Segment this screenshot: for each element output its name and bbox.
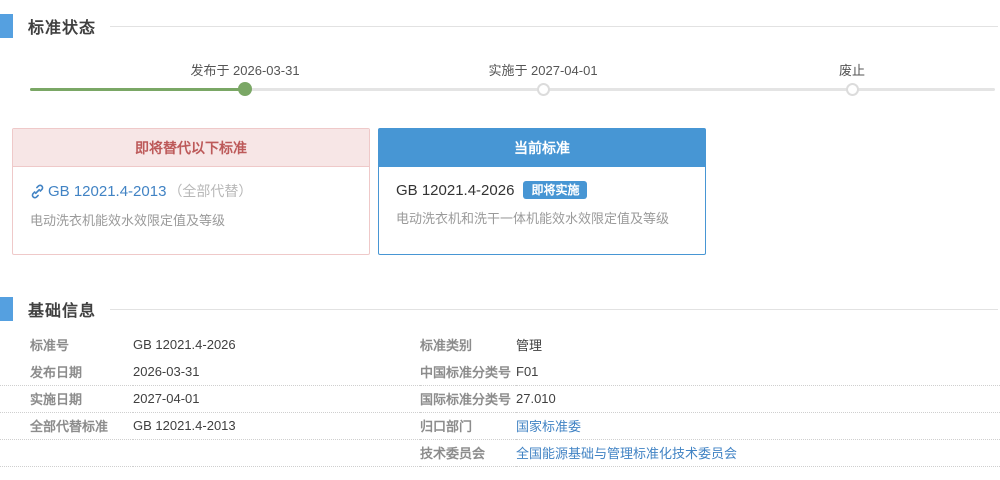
info-label: 全部代替标准	[0, 412, 133, 440]
replaced-standard-link[interactable]: GB 12021.4-2013	[48, 182, 167, 200]
section-marker-icon	[0, 14, 13, 38]
info-value: GB 12021.4-2026	[133, 337, 236, 352]
table-row: 发布日期 2026-03-31 中国标准分类号 F01	[0, 358, 1000, 386]
info-value: 2026-03-31	[133, 358, 420, 386]
info-value: F01	[516, 358, 1000, 386]
table-row: 实施日期 2027-04-01 国际标准分类号 27.010	[0, 385, 1000, 413]
timeline-track	[30, 88, 995, 91]
info-value: 27.010	[516, 385, 1000, 413]
info-value: 管理	[516, 338, 543, 353]
timeline-dot-published	[238, 82, 252, 96]
info-label: 标准类别	[420, 338, 473, 353]
timeline-label-implemented: 实施于 2027-04-01	[488, 63, 598, 78]
standard-status-section: 标准状态 发布于 2026-03-31 实施于 2027-04-01 废止 即将…	[0, 14, 1000, 255]
timeline-track-completed	[30, 88, 245, 91]
replaced-card-body: GB 12021.4-2013 （全部代替） 电动洗衣机能效水效限定值及等级	[13, 167, 369, 243]
current-standard-description: 电动洗衣机和洗干一体机能效水效限定值及等级	[396, 211, 670, 226]
info-section-title: 基础信息	[28, 303, 97, 320]
basic-info-section: 基础信息 标准号 GB 12021.4-2026 标准类别 管理 发布日期 20…	[0, 297, 1000, 467]
info-value: 国家标准委	[516, 412, 1000, 440]
info-label: 实施日期	[0, 385, 133, 413]
replaced-card-header: 即将替代以下标准	[13, 129, 369, 167]
status-badge: 即将实施	[523, 181, 588, 199]
status-section-header: 标准状态	[0, 14, 1000, 38]
replaced-standard-card: 即将替代以下标准 GB 12021.4-2013 （全部代替） 电动洗衣机能效水…	[12, 128, 370, 255]
section-header-rule	[110, 25, 998, 27]
table-row: 技术委员会 全国能源基础与管理标准化技术委员会	[0, 439, 1000, 467]
info-label: 中国标准分类号	[420, 358, 516, 386]
committee-link[interactable]: 全国能源基础与管理标准化技术委员会	[516, 446, 738, 461]
current-standard-card: 当前标准 GB 12021.4-2026 即将实施 电动洗衣机和洗干一体机能效水…	[378, 128, 706, 255]
current-card-header: 当前标准	[379, 129, 705, 167]
section-header-rule	[110, 308, 998, 310]
info-label: 归口部门	[420, 412, 516, 440]
info-label: 发布日期	[0, 358, 133, 386]
timeline-label-abolished: 废止	[838, 63, 866, 78]
basic-info-table: 标准号 GB 12021.4-2026 标准类别 管理 发布日期 2026-03…	[0, 331, 1000, 467]
table-row: 全部代替标准 GB 12021.4-2013 归口部门 国家标准委	[0, 412, 1000, 440]
link-icon	[31, 184, 44, 198]
status-timeline: 发布于 2026-03-31 实施于 2027-04-01 废止	[0, 60, 1000, 110]
current-standard-number: GB 12021.4-2026	[396, 181, 515, 199]
info-label: 国际标准分类号	[420, 385, 516, 413]
info-value: GB 12021.4-2013	[133, 412, 420, 440]
info-value	[133, 439, 420, 467]
info-label: 技术委员会	[420, 439, 516, 467]
section-marker-icon	[0, 297, 13, 321]
table-row: 标准号 GB 12021.4-2026 标准类别 管理	[0, 331, 1000, 358]
dept-link[interactable]: 国家标准委	[516, 419, 582, 434]
standard-cards-row: 即将替代以下标准 GB 12021.4-2013 （全部代替） 电动洗衣机能效水…	[12, 128, 1000, 255]
info-label	[0, 439, 133, 467]
timeline-dot-implemented	[537, 83, 550, 96]
current-card-body: GB 12021.4-2026 即将实施 电动洗衣机和洗干一体机能效水效限定值及…	[379, 167, 705, 241]
info-value: 2027-04-01	[133, 385, 420, 413]
timeline-dot-abolished	[846, 83, 859, 96]
replaced-standard-description: 电动洗衣机能效水效限定值及等级	[30, 213, 226, 228]
timeline-label-published: 发布于 2026-03-31	[190, 63, 300, 78]
status-section-title: 标准状态	[28, 20, 97, 37]
info-label: 标准号	[30, 338, 70, 353]
info-section-header: 基础信息	[0, 297, 1000, 321]
replace-type-note: （全部代替）	[168, 183, 253, 199]
info-value: 全国能源基础与管理标准化技术委员会	[516, 439, 1000, 467]
